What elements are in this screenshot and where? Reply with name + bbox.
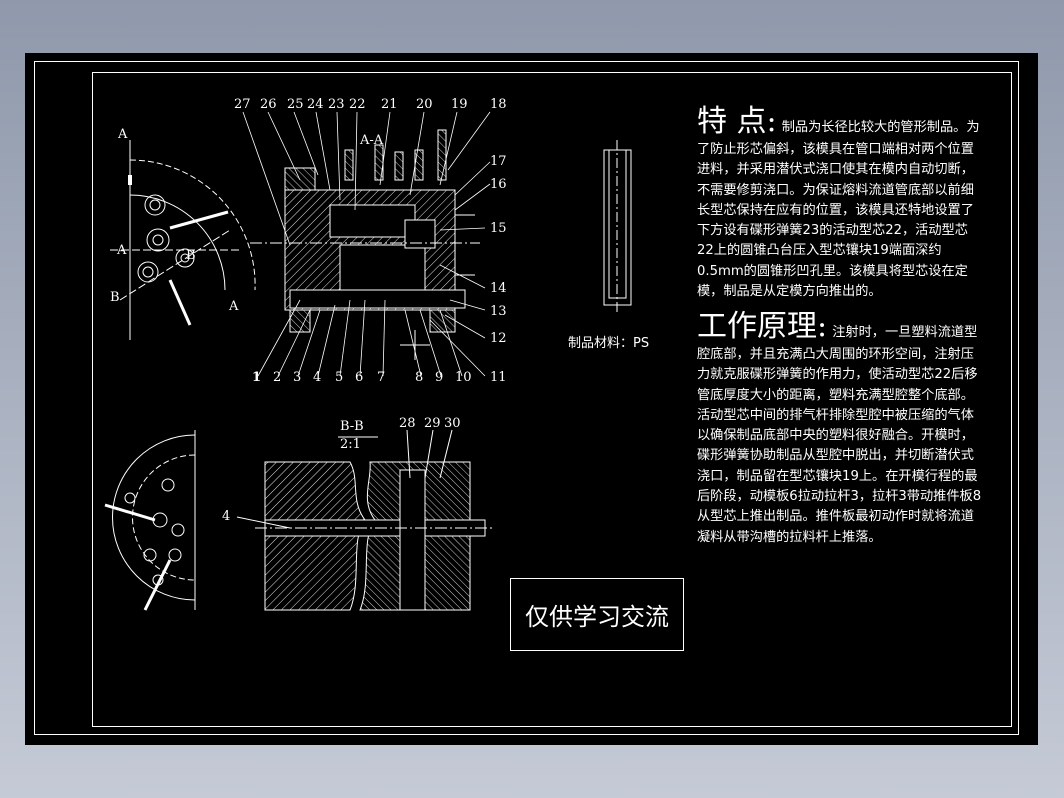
features-block: 特 点: 制品为长径比较大的管形制品。为了防止形芯偏斜，该模具在管口端相对两个位…: [697, 106, 982, 300]
section-label-aa: A-A: [360, 133, 384, 148]
callout-9: 9: [435, 370, 444, 385]
product-tube: [603, 140, 632, 315]
detail-bb: [236, 429, 495, 611]
principle-heading: 工作原理:: [697, 309, 828, 344]
section-scale: 2:1: [340, 437, 361, 452]
callout-11: 11: [490, 370, 507, 385]
callout-21: 21: [381, 97, 398, 112]
callout-26: 26: [260, 97, 277, 112]
callout-14: 14: [490, 281, 507, 296]
callout-20: 20: [416, 97, 433, 112]
end-view-top: [110, 140, 256, 340]
features-heading: 特 点:: [697, 104, 777, 139]
callout-detail-4: 4: [222, 509, 231, 524]
callout-22: 22: [349, 97, 366, 112]
watermark-box: 仅供学习交流: [510, 578, 684, 651]
callout-8: 8: [415, 370, 424, 385]
callout-25: 25: [287, 97, 304, 112]
callout-30: 30: [444, 416, 461, 431]
material-label: 制品材料：PS: [568, 336, 650, 351]
section-b-right: B: [186, 248, 196, 263]
callout-24: 24: [307, 97, 324, 112]
callout-16: 16: [490, 177, 507, 192]
section-label-bb: B-B: [340, 419, 364, 434]
callout-1: 1: [252, 370, 262, 385]
callout-17: 17: [490, 154, 507, 169]
title-frame: [92, 72, 1012, 727]
section-a-mid: A: [117, 243, 127, 258]
callout-10: 10: [455, 370, 472, 385]
section-a-left: A: [118, 127, 128, 142]
callout-18: 18: [490, 97, 507, 112]
main-section: [250, 129, 480, 360]
callout-4: 4: [313, 370, 322, 385]
features-paragraph: 制品为长径比较大的管形制品。为了防止形芯偏斜，该模具在管口端相对两个位置进料，并…: [697, 120, 980, 300]
principle-block: 工作原理: 注射时，一旦塑料流道型腔底部，并且充满凸大周围的环形空间，注射压力就…: [697, 311, 982, 546]
callout-7: 7: [377, 370, 386, 385]
end-view-bottom: [104, 430, 196, 611]
callout-15: 15: [490, 221, 507, 236]
section-a-right: A: [229, 299, 239, 314]
callout-19: 19: [451, 97, 468, 112]
callout-29: 29: [424, 416, 441, 431]
callout-12: 12: [490, 331, 507, 346]
callout-5: 5: [335, 370, 344, 385]
callout-3: 3: [293, 370, 302, 385]
section-b-left: B: [110, 290, 120, 305]
principle-paragraph: 注射时，一旦塑料流道型腔底部，并且充满凸大周围的环形空间，注射压力就克服碟形弹簧…: [697, 325, 982, 545]
callout-2: 2: [273, 370, 282, 385]
drawing-sheet: [25, 53, 1038, 745]
callout-28: 28: [399, 416, 416, 431]
leader-lines: [242, 111, 491, 377]
callout-23: 23: [328, 97, 345, 112]
callout-13: 13: [490, 304, 507, 319]
outer-frame: [34, 61, 1019, 735]
callout-27: 27: [234, 97, 251, 112]
callout-6: 6: [355, 370, 364, 385]
